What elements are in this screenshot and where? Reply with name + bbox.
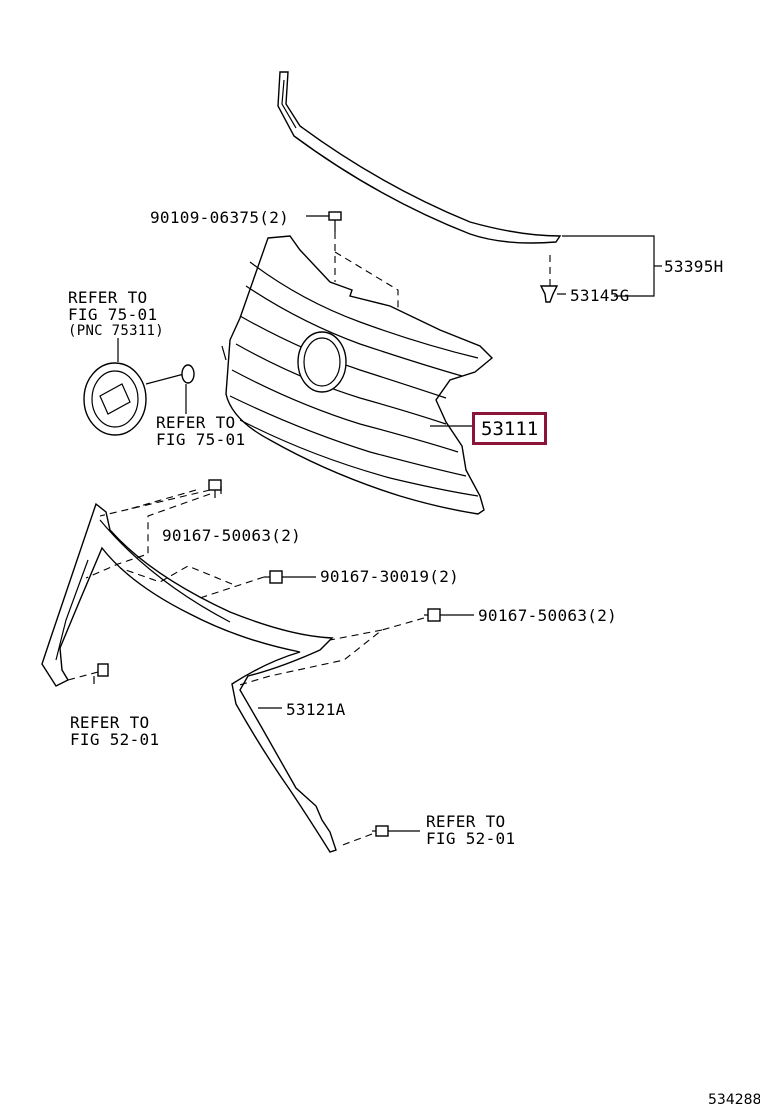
label-screw-c[interactable]: 90167-50063(2) <box>478 606 618 625</box>
screw-a <box>85 479 222 579</box>
upper-molding <box>277 71 562 244</box>
label-emblem-ref-3: (PNC 75311) <box>68 323 165 339</box>
clip-left-bottom <box>67 663 109 684</box>
label-bumper-ref-right-1: REFER TO <box>426 812 506 831</box>
label-emblem-ref-1: REFER TO <box>68 288 148 307</box>
label-frame-53121a[interactable]: 53121A <box>286 700 346 719</box>
screw-c <box>235 608 474 687</box>
label-emblem-ref-b2: FIG 75-01 <box>156 430 246 449</box>
label-screw-a[interactable]: 90167-50063(2) <box>162 526 302 545</box>
label-bolt-top[interactable]: 90109-06375(2) <box>150 208 290 227</box>
label-bumper-ref-left-2: FIG 52-01 <box>70 730 160 749</box>
label-bumper-ref-right-2: FIG 52-01 <box>426 829 516 848</box>
screw-b <box>119 565 316 599</box>
label-screw-b[interactable]: 90167-30019(2) <box>320 567 460 586</box>
clip-right-bottom <box>339 825 420 847</box>
clip-53145g <box>539 250 559 303</box>
label-emblem-ref-2: FIG 75-01 <box>68 305 158 324</box>
molding-bracket <box>562 235 662 297</box>
label-molding-53395h[interactable]: 53395H <box>664 257 724 276</box>
grille-assembly <box>221 235 494 515</box>
label-grille-53111[interactable]: 53111 <box>472 412 548 445</box>
lower-frame <box>41 502 337 853</box>
figure-id: 534288 <box>708 1092 760 1108</box>
label-bumper-ref-left-1: REFER TO <box>70 713 150 732</box>
emblem <box>83 338 195 436</box>
label-emblem-ref-b1: REFER TO <box>156 413 236 432</box>
label-clip-53145g[interactable]: 53145G <box>570 286 630 305</box>
